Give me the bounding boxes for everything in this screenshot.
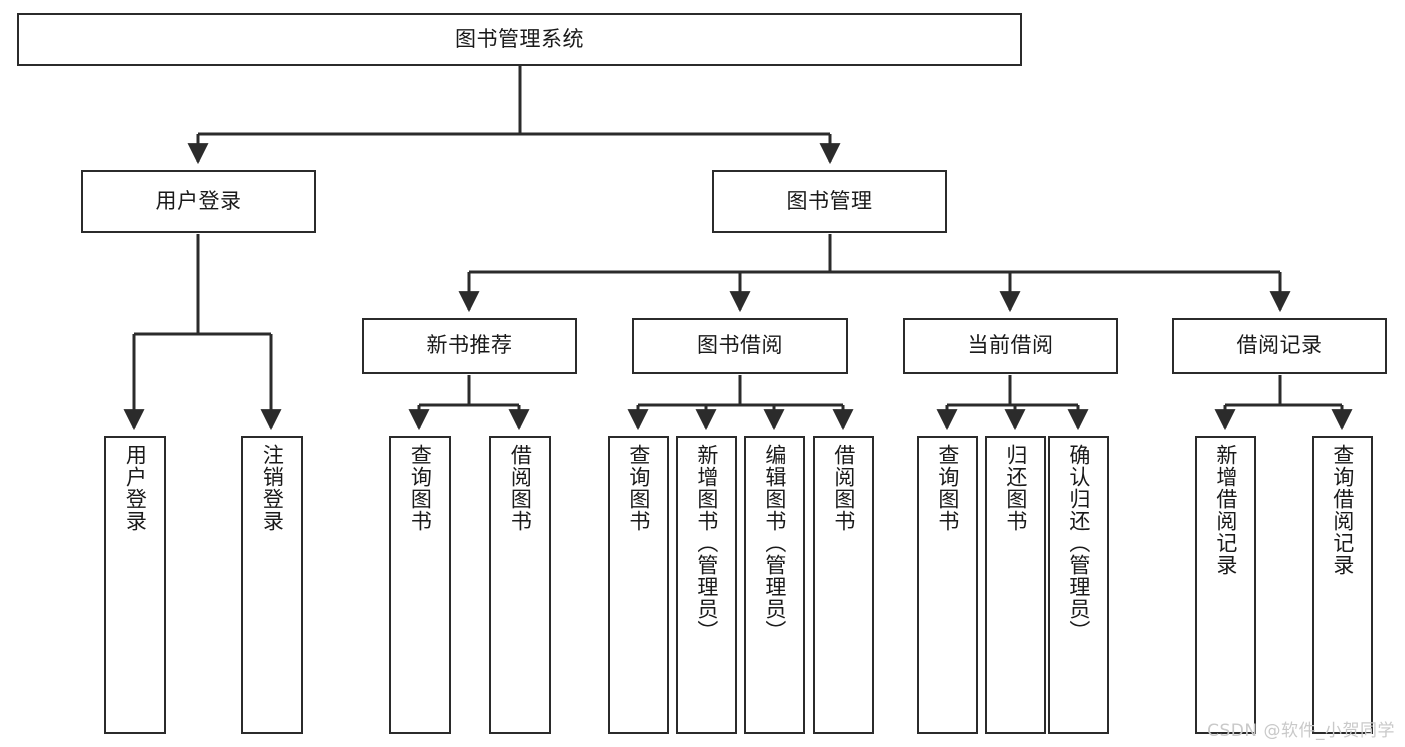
leaf-logout-label: 注销登录 [260, 444, 285, 532]
leaf-add-book-admin-label: 新增图书（管理员） [694, 444, 719, 642]
leaf-current-query-book[interactable]: 查询图书 [917, 436, 978, 734]
node-new-book-recommend-label: 新书推荐 [426, 333, 513, 358]
leaf-return-book[interactable]: 归还图书 [985, 436, 1046, 734]
leaf-new-book-borrow-label: 借阅图书 [508, 444, 533, 532]
leaf-borrow-query-book-label: 查询图书 [626, 444, 651, 532]
leaf-new-book-query-label: 查询图书 [408, 444, 433, 532]
leaf-user-login-label: 用户登录 [123, 444, 148, 532]
leaf-add-borrow-record[interactable]: 新增借阅记录 [1195, 436, 1256, 734]
node-book-borrow-label: 图书借阅 [697, 333, 783, 358]
node-user-login-label: 用户登录 [155, 188, 242, 213]
leaf-add-borrow-record-label: 新增借阅记录 [1213, 444, 1238, 576]
node-user-login[interactable]: 用户登录 [81, 170, 316, 233]
node-book-borrow[interactable]: 图书借阅 [632, 318, 848, 374]
node-new-book-recommend[interactable]: 新书推荐 [362, 318, 577, 374]
node-borrow-record-label: 借阅记录 [1236, 333, 1323, 358]
leaf-confirm-return-admin-label: 确认归还（管理员） [1066, 444, 1091, 642]
leaf-return-book-label: 归还图书 [1003, 444, 1028, 532]
leaf-borrow-query-book[interactable]: 查询图书 [608, 436, 669, 734]
leaf-logout[interactable]: 注销登录 [241, 436, 303, 734]
leaf-new-book-query[interactable]: 查询图书 [389, 436, 451, 734]
leaf-new-book-borrow[interactable]: 借阅图书 [489, 436, 551, 734]
leaf-borrow-book[interactable]: 借阅图书 [813, 436, 874, 734]
node-borrow-record[interactable]: 借阅记录 [1172, 318, 1387, 374]
node-book-management[interactable]: 图书管理 [712, 170, 947, 233]
leaf-confirm-return-admin[interactable]: 确认归还（管理员） [1048, 436, 1109, 734]
leaf-add-book-admin[interactable]: 新增图书（管理员） [676, 436, 737, 734]
node-root-label: 图书管理系统 [455, 26, 584, 51]
node-book-management-label: 图书管理 [786, 188, 873, 213]
node-root[interactable]: 图书管理系统 [17, 13, 1022, 66]
leaf-query-borrow-record[interactable]: 查询借阅记录 [1312, 436, 1373, 734]
leaf-borrow-book-label: 借阅图书 [831, 444, 856, 532]
leaf-edit-book-admin[interactable]: 编辑图书（管理员） [744, 436, 805, 734]
leaf-edit-book-admin-label: 编辑图书（管理员） [762, 444, 787, 642]
node-current-borrow[interactable]: 当前借阅 [903, 318, 1118, 374]
leaf-current-query-book-label: 查询图书 [935, 444, 960, 532]
leaf-query-borrow-record-label: 查询借阅记录 [1330, 444, 1355, 576]
node-current-borrow-label: 当前借阅 [967, 333, 1054, 358]
leaf-user-login[interactable]: 用户登录 [104, 436, 166, 734]
